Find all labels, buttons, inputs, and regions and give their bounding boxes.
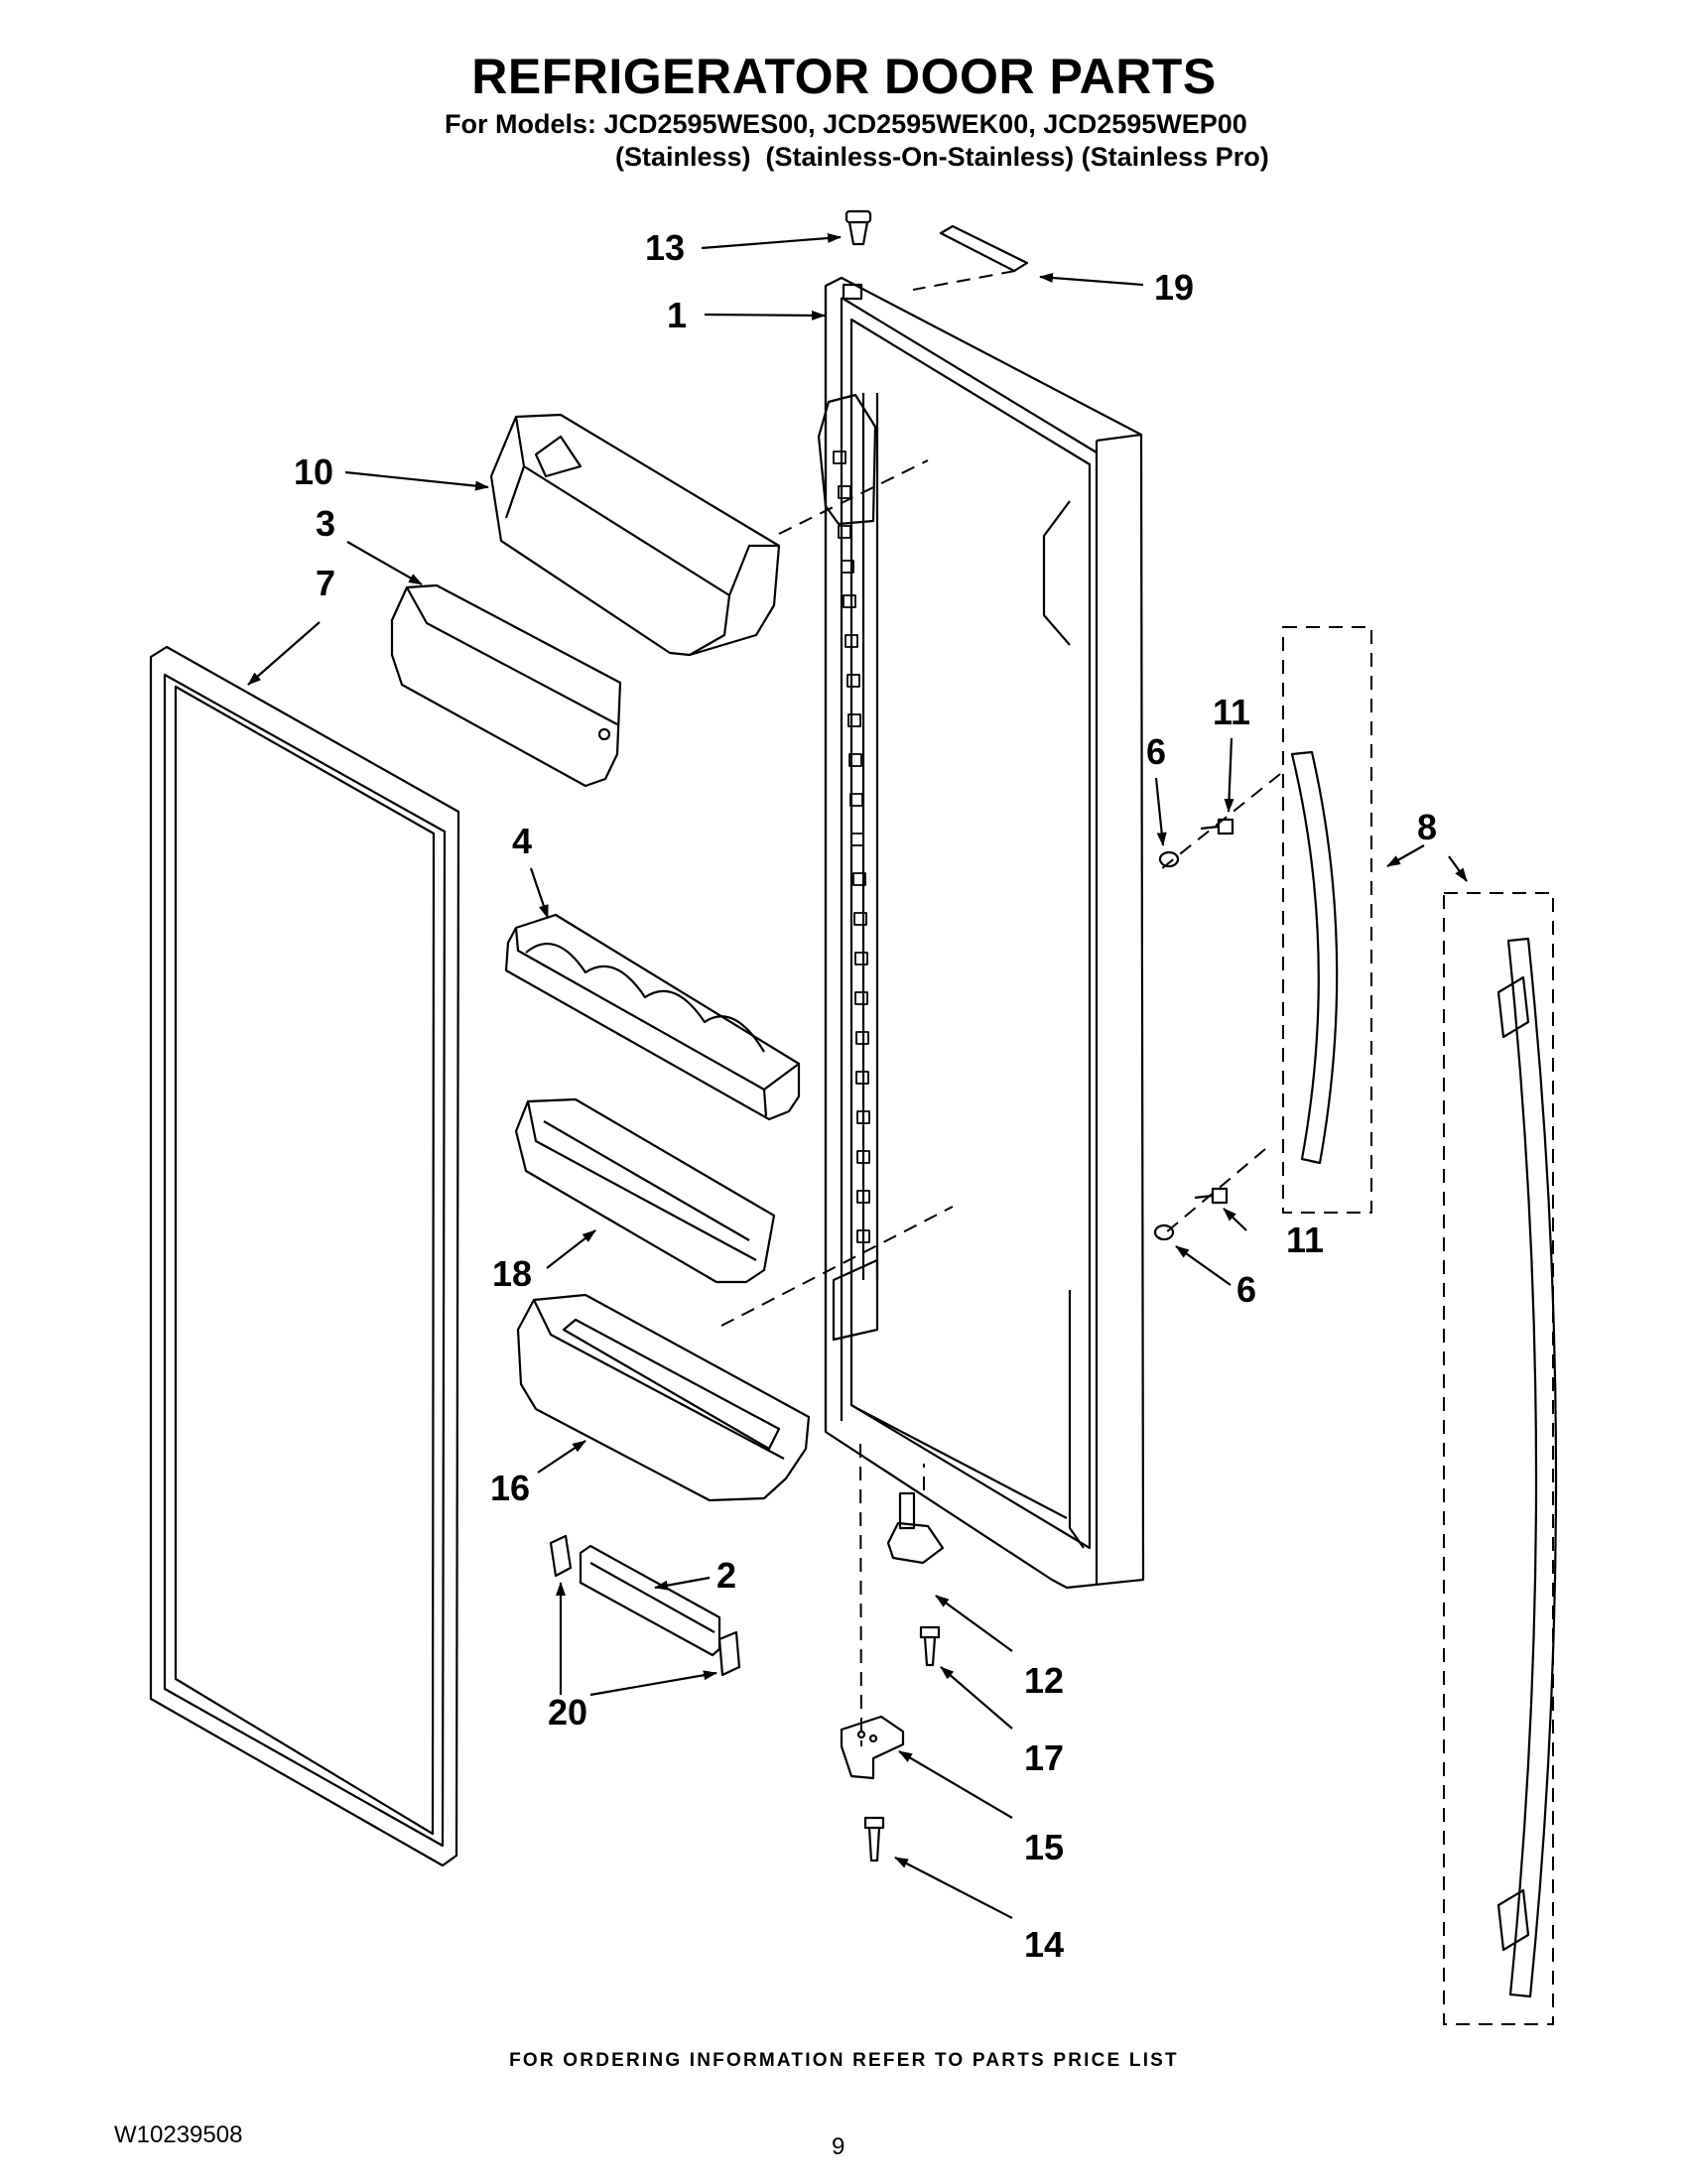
callout-6-upper: 6 bbox=[1146, 731, 1166, 772]
callout-11-upper: 11 bbox=[1213, 692, 1250, 732]
models-line: For Models: JCD2595WES00, JCD2595WEK00, … bbox=[445, 109, 1247, 139]
callout-18: 18 bbox=[492, 1253, 532, 1294]
dashed-guide-lines bbox=[720, 270, 1554, 2025]
callout-14: 14 bbox=[1024, 1924, 1064, 1965]
callout-1: 1 bbox=[667, 295, 687, 335]
document-number: W10239508 bbox=[114, 2121, 243, 2148]
callout-8: 8 bbox=[1417, 807, 1437, 847]
callout-15: 15 bbox=[1024, 1827, 1064, 1867]
callout-10: 10 bbox=[294, 451, 333, 492]
callout-12: 12 bbox=[1024, 1660, 1064, 1701]
label-part bbox=[939, 224, 1029, 273]
callout-7: 7 bbox=[316, 563, 335, 603]
hinge-pin-part bbox=[886, 1491, 945, 1565]
handle-assembly-long bbox=[1496, 937, 1558, 1998]
callout-6-lower: 6 bbox=[1236, 1269, 1256, 1310]
callout-20: 20 bbox=[548, 1692, 587, 1733]
dairy-door-part bbox=[390, 583, 622, 788]
large-door-bin-part bbox=[516, 1293, 811, 1502]
trim-part bbox=[579, 1544, 721, 1657]
door-bin-part bbox=[514, 1097, 776, 1284]
dairy-bin-part bbox=[489, 413, 781, 657]
callout-17: 17 bbox=[1024, 1737, 1064, 1778]
door-liner-slots bbox=[833, 450, 870, 1243]
callout-13: 13 bbox=[645, 227, 685, 268]
trim-end-cap-parts bbox=[549, 1534, 741, 1677]
door-liner-part bbox=[817, 276, 1145, 1590]
spacer-part-lower bbox=[1153, 1223, 1175, 1241]
callout-4: 4 bbox=[512, 821, 532, 861]
ordering-note: FOR ORDERING INFORMATION REFER TO PARTS … bbox=[509, 2050, 1179, 2071]
spacer-part-upper bbox=[1158, 850, 1180, 868]
hinge-bracket-part bbox=[840, 1715, 905, 1780]
handle-assembly-short bbox=[1290, 750, 1339, 1165]
handle-screw-upper bbox=[1200, 818, 1234, 835]
screw-part-17 bbox=[919, 1625, 941, 1667]
screw-part-14 bbox=[863, 1816, 885, 1863]
callout-16: 16 bbox=[490, 1468, 530, 1508]
bottle-rack-part bbox=[504, 913, 801, 1121]
leader-arrows bbox=[247, 233, 1468, 1919]
page-number: 9 bbox=[832, 2133, 845, 2160]
plug-part bbox=[844, 209, 872, 246]
variants-line: (Stainless) (Stainless-On-Stainless) (St… bbox=[615, 142, 1269, 172]
callout-labels: 13 1 19 10 3 7 4 11 6 8 18 11 6 16 2 12 … bbox=[294, 227, 1437, 1965]
callout-3: 3 bbox=[316, 503, 335, 544]
callout-11-lower: 11 bbox=[1286, 1220, 1324, 1260]
page-title: REFRIGERATOR DOOR PARTS bbox=[471, 49, 1217, 104]
callout-19: 19 bbox=[1154, 267, 1194, 308]
door-gasket-part bbox=[149, 645, 460, 1867]
callout-2: 2 bbox=[716, 1555, 736, 1596]
